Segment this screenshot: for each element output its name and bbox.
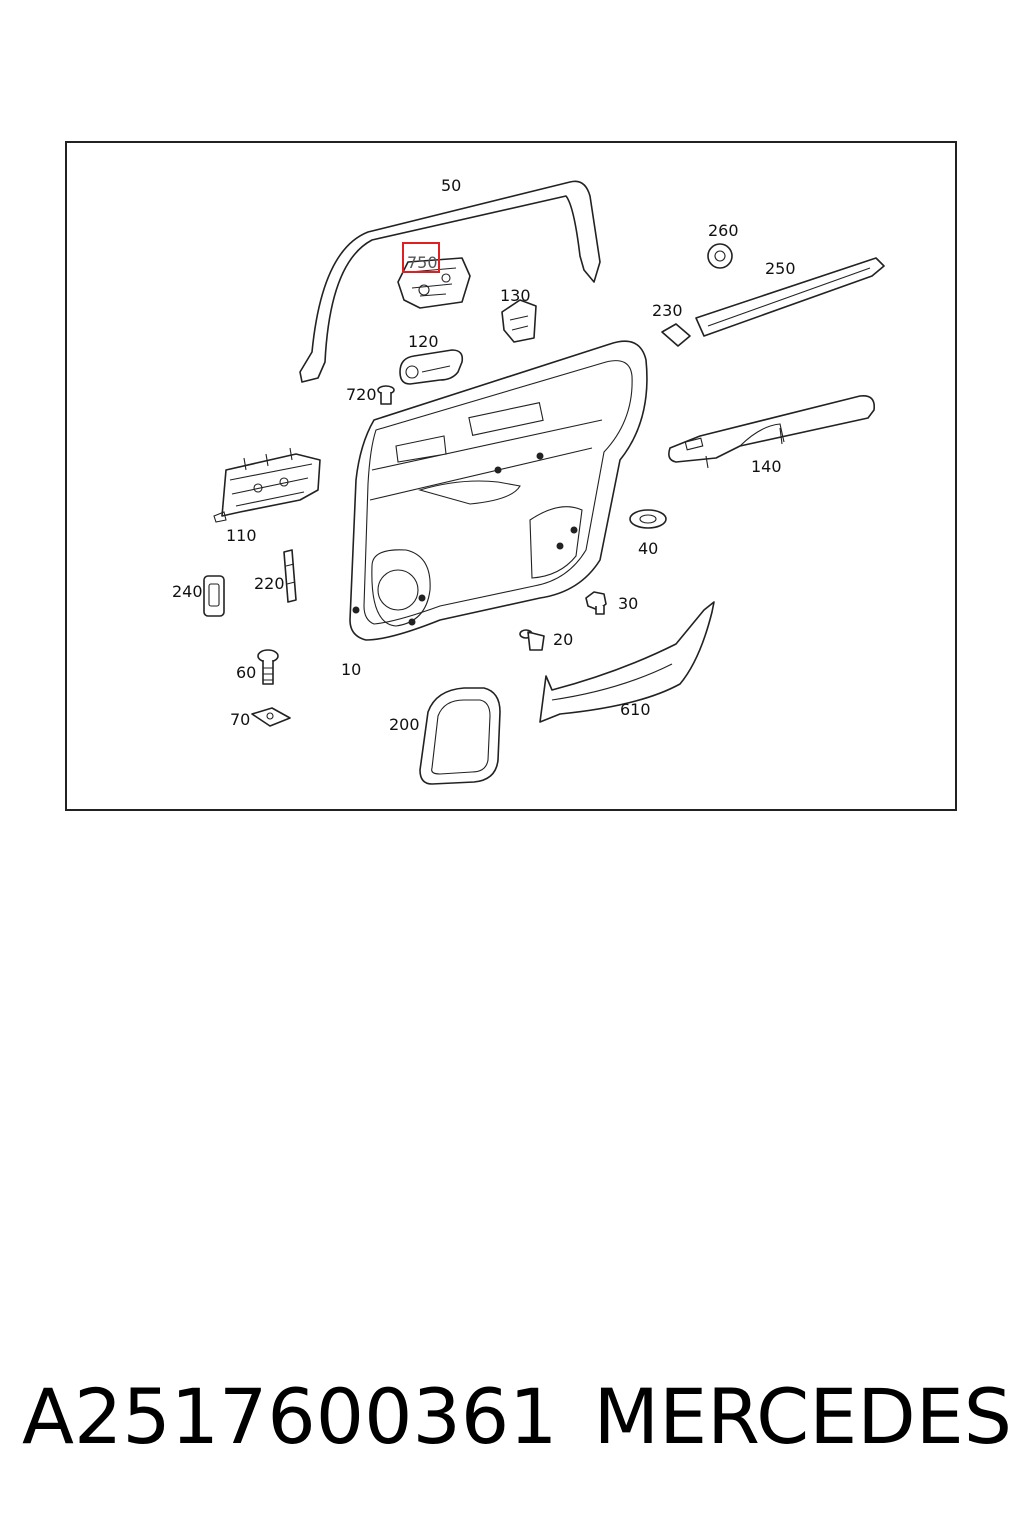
label-20: 20 bbox=[553, 630, 573, 649]
part-10-door-panel bbox=[349, 340, 648, 641]
part-260-grommet bbox=[707, 243, 733, 269]
label-30: 30 bbox=[618, 594, 638, 613]
part-250-trim-strip bbox=[695, 257, 885, 337]
part-70-nut-clip bbox=[251, 707, 291, 727]
part-20-clip bbox=[519, 629, 545, 651]
label-130: 130 bbox=[500, 286, 531, 305]
label-220: 220 bbox=[254, 574, 285, 593]
part-240-bezel bbox=[203, 575, 225, 617]
part-610-lower-trim bbox=[539, 601, 715, 723]
label-200: 200 bbox=[389, 715, 420, 734]
part-110-bracket bbox=[213, 447, 321, 523]
label-230: 230 bbox=[652, 301, 683, 320]
caption: A2517600361 MERCEDES bbox=[22, 1372, 1012, 1462]
part-number: A2517600361 bbox=[22, 1372, 558, 1461]
part-60-bolt bbox=[257, 649, 279, 685]
part-140-armrest bbox=[668, 394, 876, 469]
label-120: 120 bbox=[408, 332, 439, 351]
label-50: 50 bbox=[441, 176, 461, 195]
part-720-pin bbox=[377, 385, 395, 405]
part-30-screw bbox=[585, 591, 607, 615]
label-70: 70 bbox=[230, 710, 250, 729]
label-240: 240 bbox=[172, 582, 203, 601]
diagram-frame bbox=[65, 141, 957, 811]
highlight-box-750 bbox=[402, 242, 440, 273]
label-260: 260 bbox=[708, 221, 739, 240]
part-200-speaker-cover bbox=[419, 687, 501, 785]
label-110: 110 bbox=[226, 526, 257, 545]
label-720: 720 bbox=[346, 385, 377, 404]
label-60: 60 bbox=[236, 663, 256, 682]
label-40: 40 bbox=[638, 539, 658, 558]
part-130-clip bbox=[501, 299, 537, 343]
label-10: 10 bbox=[341, 660, 361, 679]
label-250: 250 bbox=[765, 259, 796, 278]
part-220-strip-bracket bbox=[283, 549, 297, 603]
part-50-window-trim bbox=[299, 180, 601, 383]
label-140: 140 bbox=[751, 457, 782, 476]
part-40-speaker-grille bbox=[629, 509, 667, 529]
brand-name: MERCEDES bbox=[593, 1372, 1012, 1461]
part-120-handle-insert bbox=[399, 349, 464, 385]
label-610: 610 bbox=[620, 700, 651, 719]
part-230-cover bbox=[661, 323, 691, 347]
label-750: 750 bbox=[407, 253, 438, 272]
